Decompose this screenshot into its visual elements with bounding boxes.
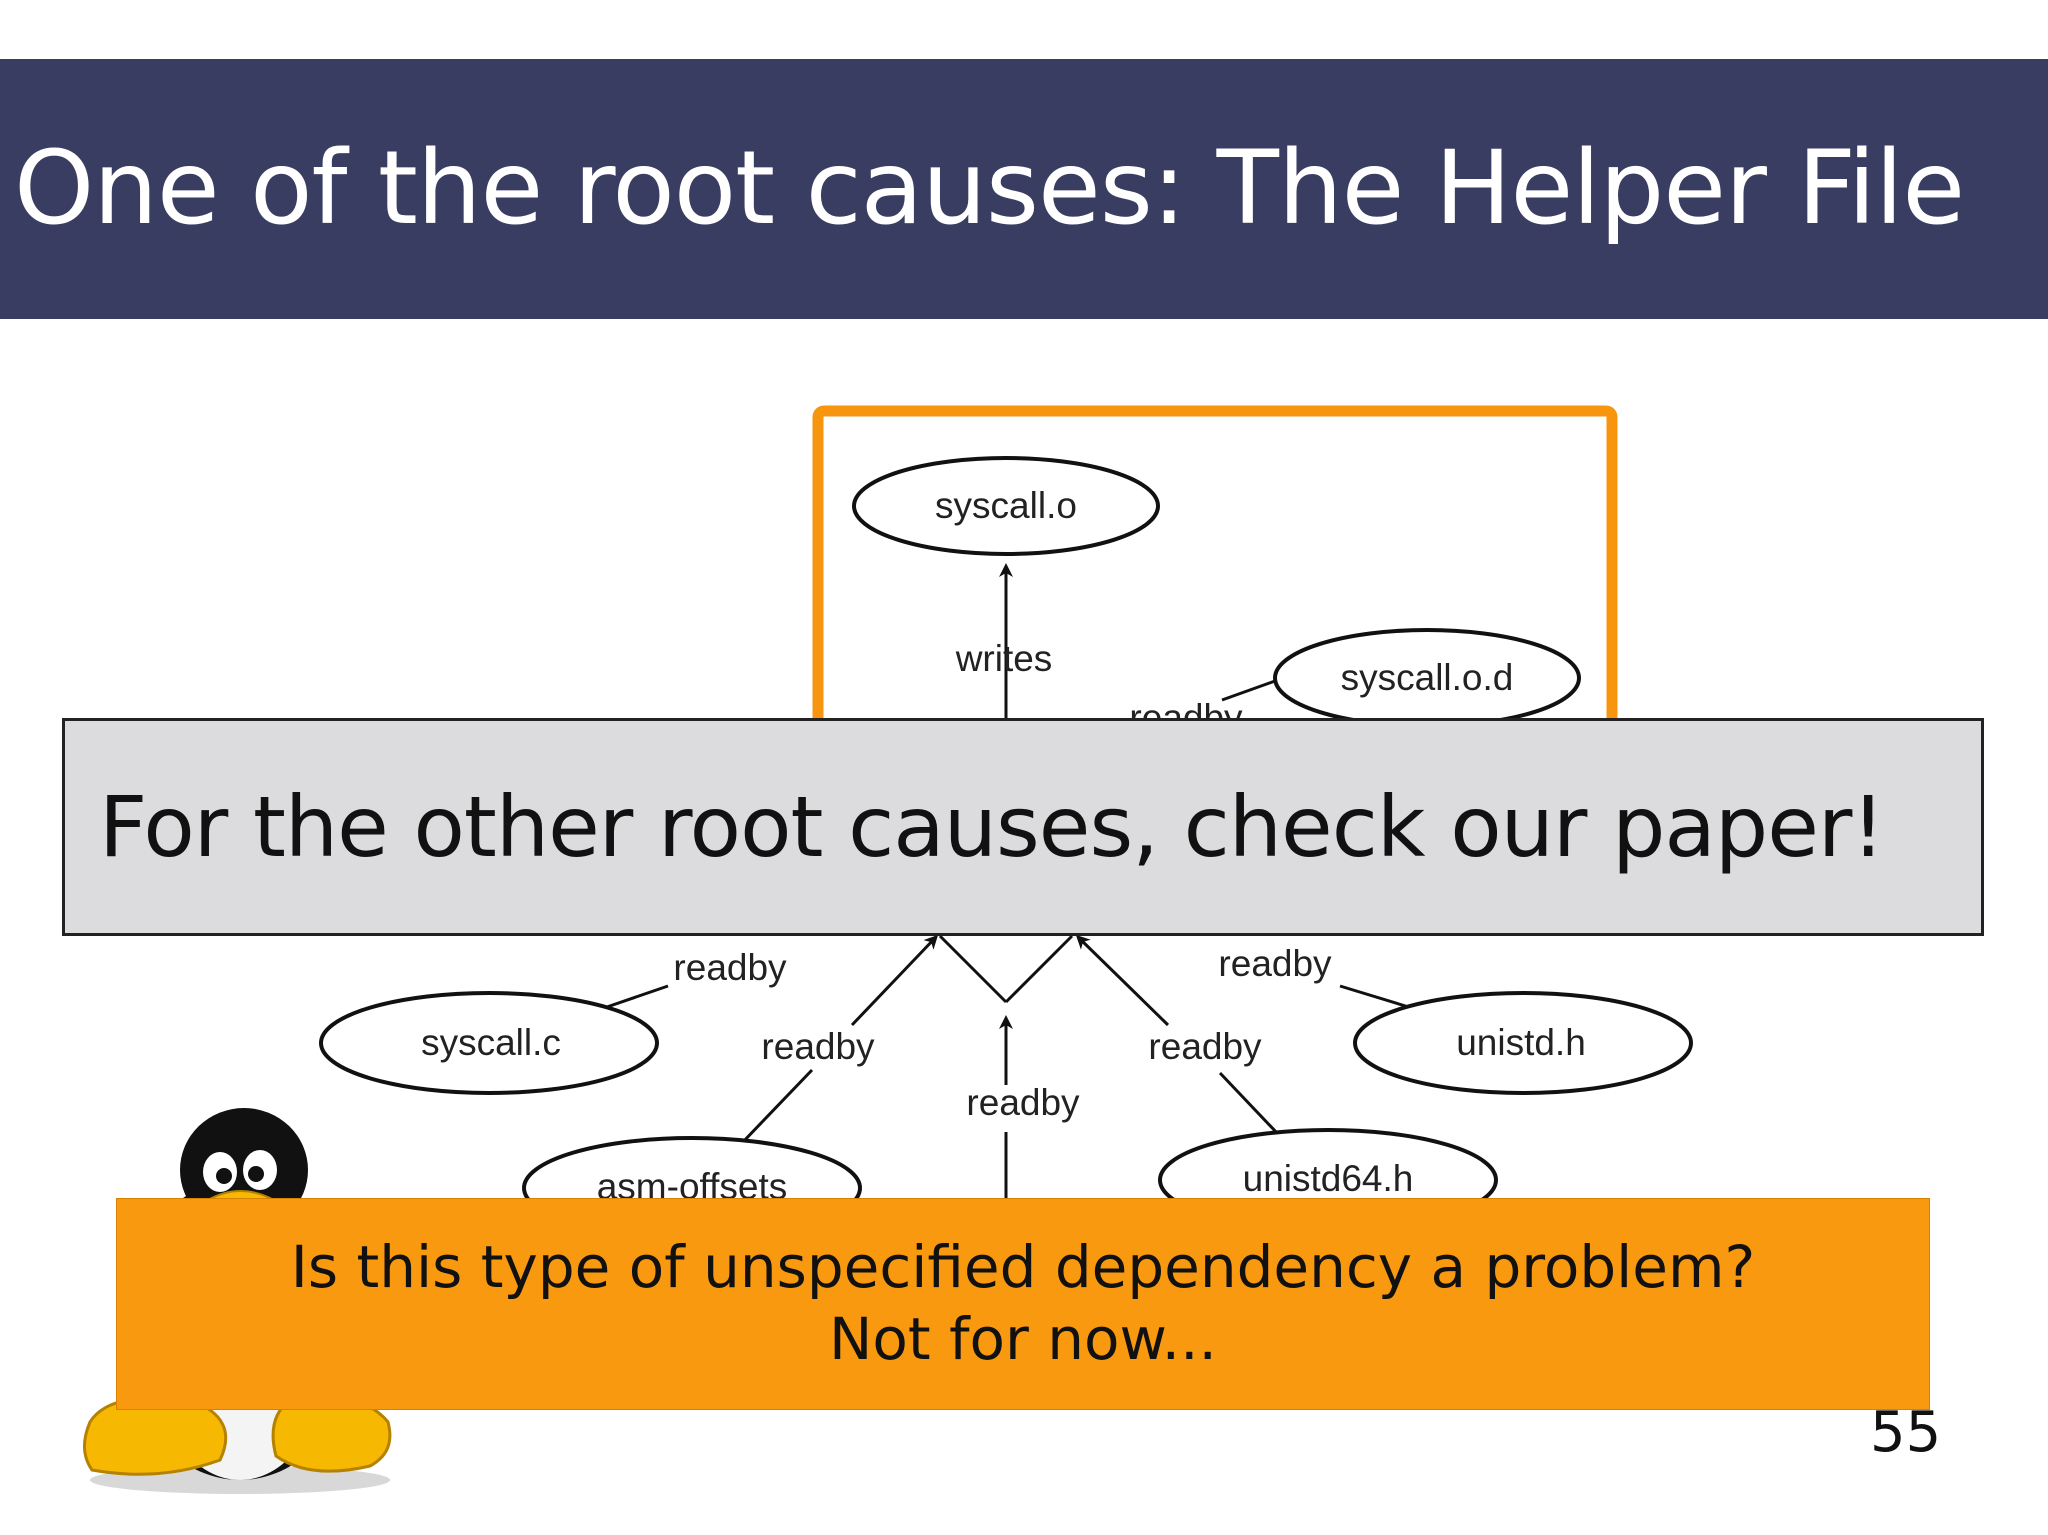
callout-question: Is this type of unspecified dependency a… [290, 1233, 1756, 1301]
edge-syscall-c-line [603, 984, 669, 1010]
edge-asm-offsets-line [738, 1068, 814, 1147]
edge-unistd64-h-line [1218, 1071, 1280, 1136]
edge-unistd-h-line [1339, 984, 1413, 1010]
node-syscall-o [852, 456, 1160, 556]
node-syscall-c [319, 991, 659, 1095]
edge-writes-label: writes [955, 638, 1053, 679]
callout-answer: Not for now... [829, 1305, 1217, 1373]
edge-asm-offsets-arrow [850, 934, 939, 1027]
overlay-banner: For the other root causes, check our pap… [62, 718, 1984, 936]
edge-fork-right [1004, 934, 1074, 1004]
node-unistd-h [1353, 991, 1693, 1095]
diagram-edges [603, 563, 1413, 1200]
node-syscall-o-label: syscall.o [935, 485, 1077, 526]
node-syscall-c-label: syscall.c [421, 1022, 561, 1063]
edge-center-label: readby [966, 1082, 1080, 1123]
slide-title: One of the root causes: The Helper File [14, 129, 1965, 248]
edge-syscall-o-d-line [1221, 679, 1276, 702]
page-number: 55 [1870, 1400, 1942, 1465]
edge-asm-offsets-label: readby [761, 1026, 875, 1067]
edge-unistd64-h-arrow [1075, 934, 1170, 1027]
edge-unistd64-h-label: readby [1148, 1026, 1262, 1067]
node-unistd64-h-label: unistd64.h [1243, 1158, 1414, 1199]
edge-fork-left [938, 934, 1008, 1004]
title-bar: One of the root causes: The Helper File [0, 59, 2048, 319]
edge-unistd-h-label: readby [1218, 943, 1332, 984]
callout-banner: Is this type of unspecified dependency a… [116, 1198, 1930, 1410]
node-syscall-o-d-label: syscall.o.d [1341, 657, 1514, 698]
overlay-message: For the other root causes, check our pap… [99, 778, 1885, 876]
edge-syscall-c-label: readby [673, 947, 787, 988]
node-unistd-h-label: unistd.h [1456, 1022, 1586, 1063]
